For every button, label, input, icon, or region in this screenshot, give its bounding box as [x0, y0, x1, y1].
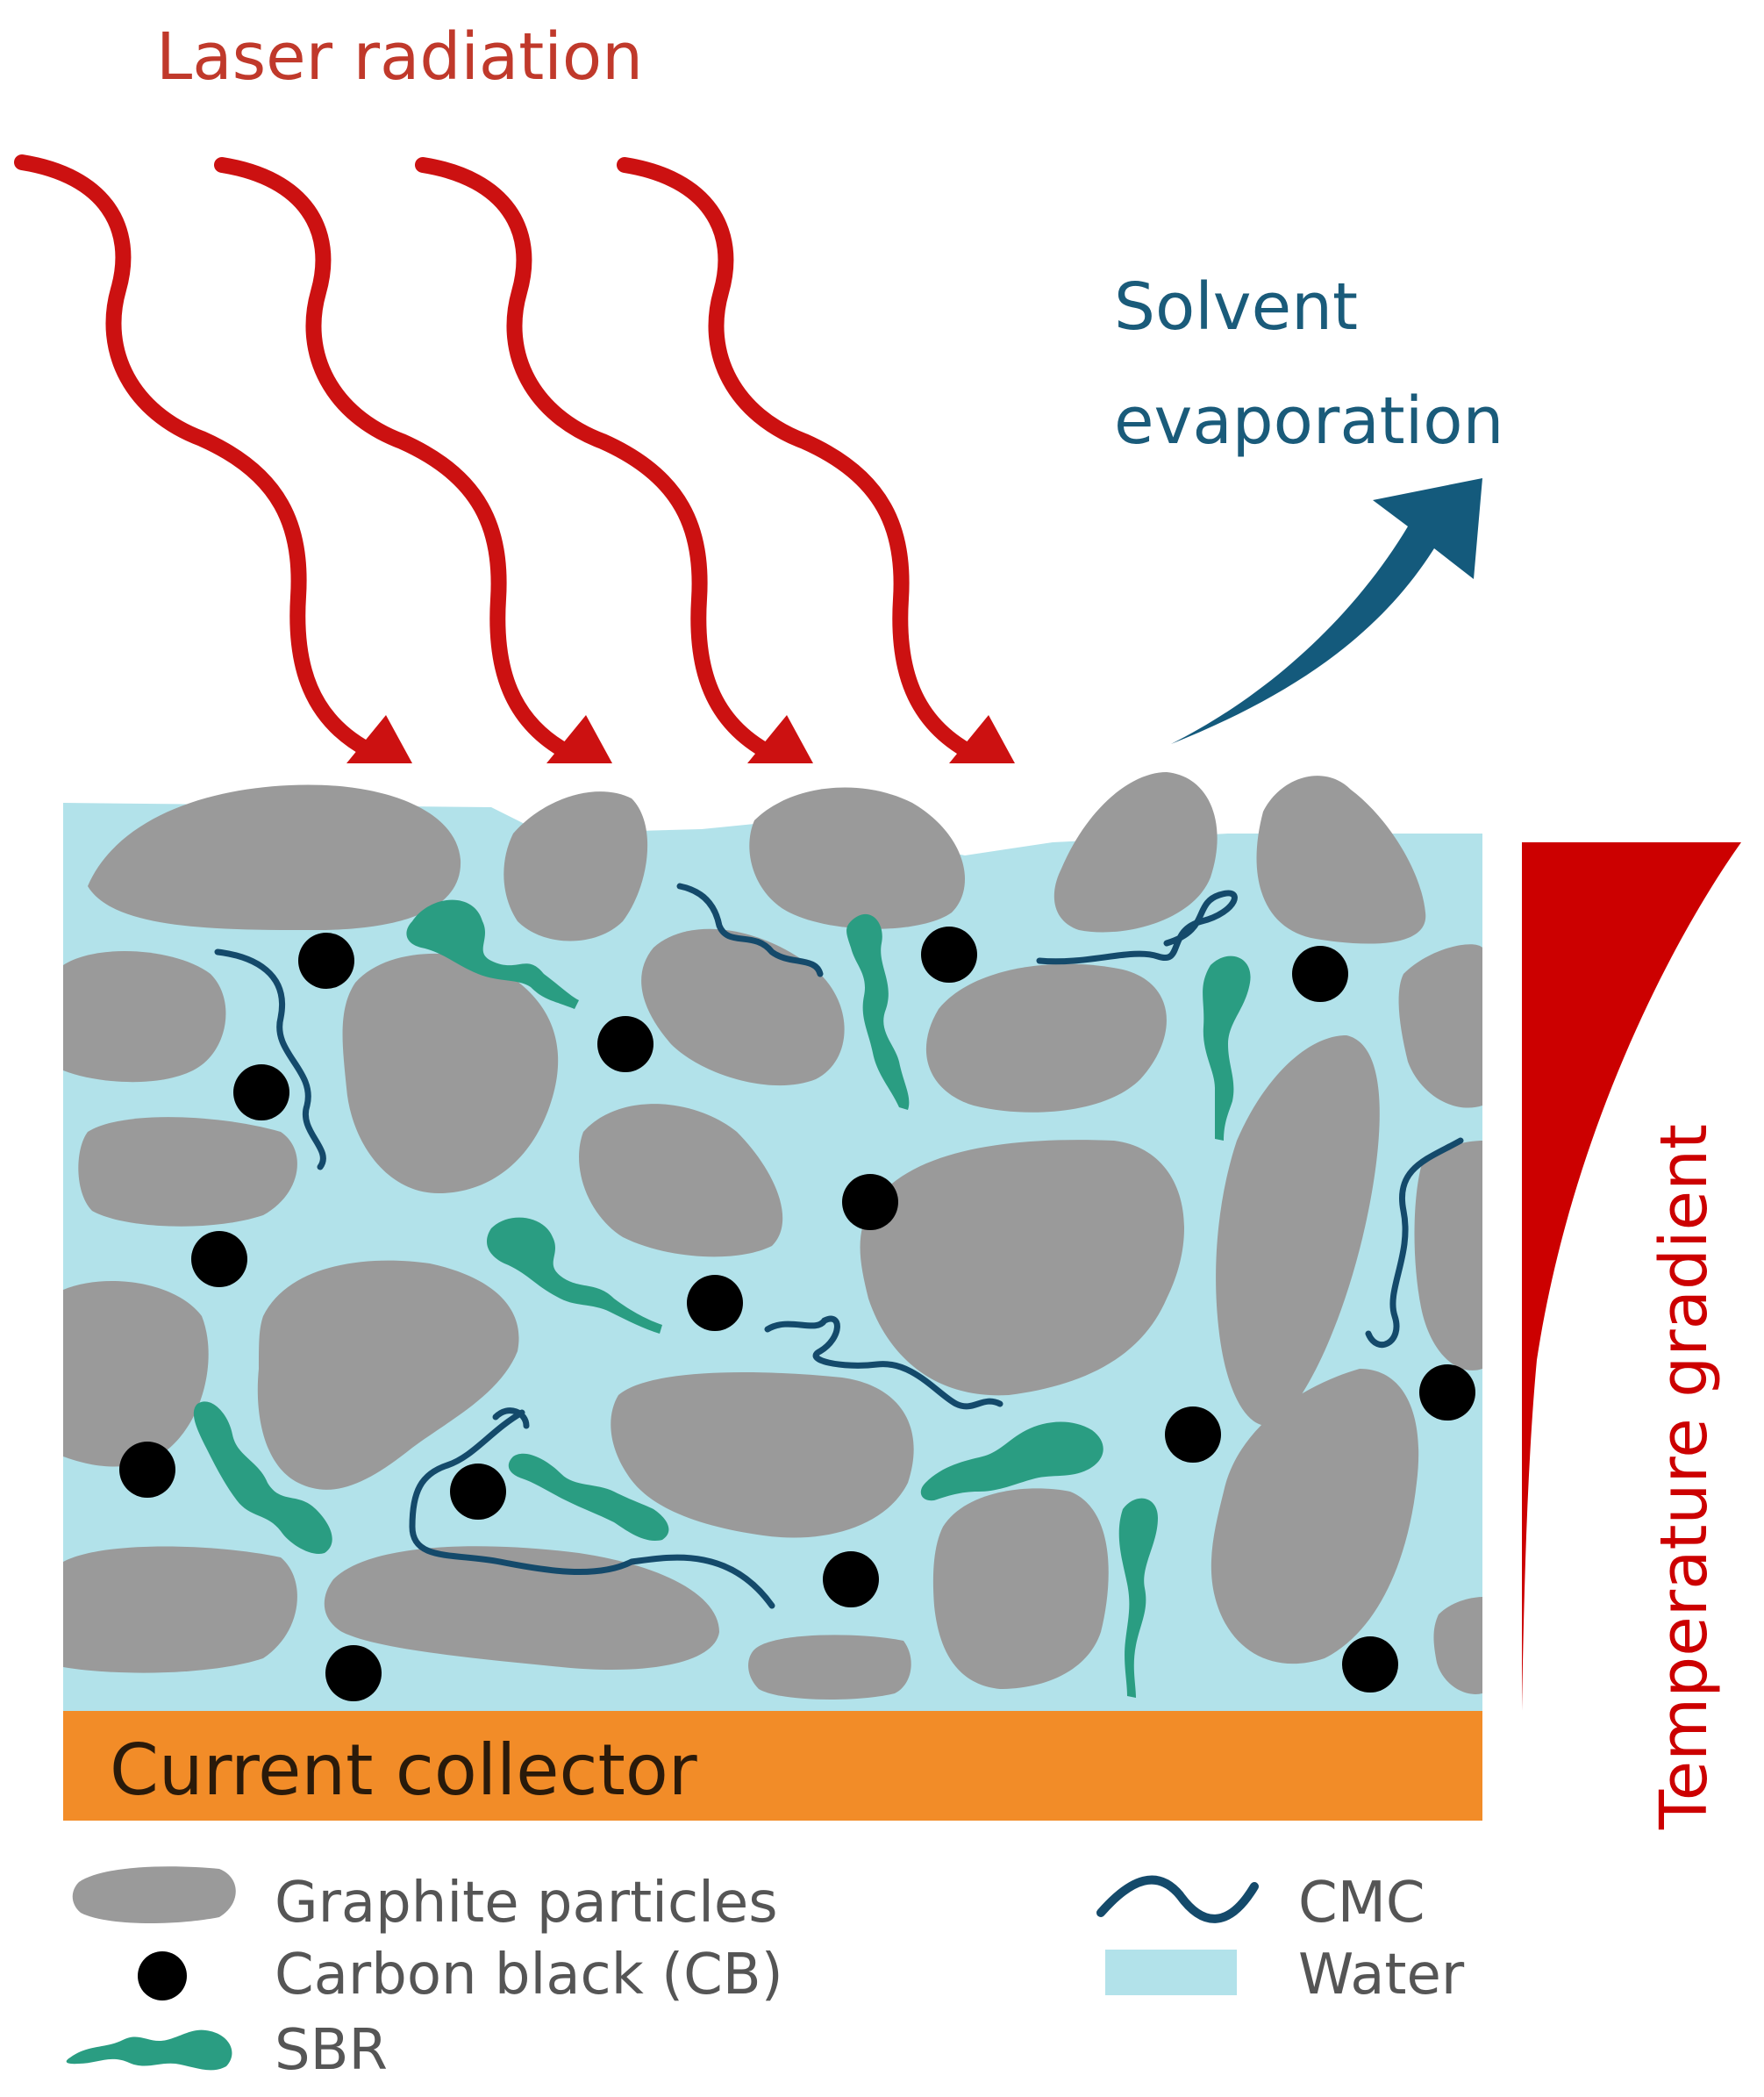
- graphite-particle: [324, 1546, 719, 1671]
- graphite-particles: [63, 772, 1482, 1700]
- sbr-particle: [920, 1421, 1103, 1501]
- carbon-black-dot: [298, 933, 354, 989]
- carbon-black-dot: [823, 1551, 879, 1607]
- sbr-particle: [406, 899, 579, 1009]
- graphite-particle: [1414, 1141, 1482, 1371]
- legend: Graphite particles Carbon black (CB) SBR…: [66, 1866, 1465, 2083]
- cmc-strands: [214, 883, 1464, 1609]
- temperature-gradient-label: Temperature gradient: [1646, 1124, 1722, 1830]
- carbon-black-dot: [1292, 946, 1348, 1002]
- laser-arrowheads: [346, 715, 1015, 763]
- cmc-strand: [492, 1407, 530, 1429]
- legend-cmc-swatch: [1096, 1875, 1259, 1923]
- graphite-particle: [1211, 1369, 1419, 1664]
- cmc-strand: [676, 883, 824, 977]
- graphite-particle: [925, 963, 1167, 1113]
- sbr-particle: [193, 1401, 332, 1554]
- legend-carbon-black-label: Carbon black (CB): [275, 1943, 783, 2008]
- graphite-particle: [860, 1140, 1184, 1396]
- laser-arrow-2: [214, 157, 576, 761]
- graphite-particle: [88, 784, 461, 930]
- legend-water-label: Water: [1298, 1943, 1465, 2008]
- legend-sbr-label: SBR: [275, 2018, 388, 2083]
- solvent-label-line2: evaporation: [1114, 383, 1503, 459]
- graphite-particle: [1053, 772, 1218, 933]
- graphite-particle: [749, 787, 965, 929]
- carbon-black-dot: [1165, 1406, 1221, 1463]
- carbon-black-dot: [1342, 1636, 1398, 1693]
- graphite-particle: [63, 1546, 297, 1673]
- graphite-particle: [63, 1281, 209, 1467]
- graphite-particle: [342, 953, 559, 1193]
- laser-arrowhead-4: [949, 715, 1015, 763]
- cmc-strand: [214, 948, 326, 1170]
- carbon-black-dot: [687, 1275, 743, 1331]
- carbon-black-dot: [233, 1064, 289, 1120]
- sbr-particle: [1118, 1498, 1158, 1698]
- carbon-black-dot: [597, 1016, 653, 1072]
- cmc-strand: [1365, 1137, 1464, 1348]
- laser-arrowhead-2: [546, 715, 612, 763]
- graphite-particle: [503, 791, 648, 941]
- sbr-particle: [1203, 955, 1251, 1141]
- carbon-black-dot: [1419, 1364, 1475, 1421]
- cmc-strand: [409, 1409, 775, 1609]
- graphite-particle: [579, 1104, 783, 1257]
- graphite-particle: [63, 950, 226, 1083]
- graphite-particle: [1433, 1597, 1482, 1694]
- graphite-particle: [257, 1260, 519, 1490]
- carbon-black-dots: [119, 927, 1475, 1701]
- graphite-particle: [1398, 944, 1482, 1108]
- graphite-particle: [748, 1635, 911, 1700]
- laser-arrows: [14, 154, 979, 761]
- laser-arrow-3: [415, 157, 777, 761]
- legend-carbon-black-swatch: [138, 1951, 187, 2000]
- sbr-particle: [846, 913, 910, 1110]
- sbr-particles: [193, 899, 1251, 1698]
- graphite-particle: [641, 928, 845, 1086]
- sbr-particle: [508, 1453, 669, 1541]
- carbon-black-dot: [325, 1645, 382, 1701]
- legend-graphite-label: Graphite particles: [275, 1871, 778, 1936]
- solvent-label-line1: Solvent: [1114, 269, 1358, 345]
- laser-arrowhead-3: [747, 715, 813, 763]
- laser-arrow-1: [14, 154, 376, 758]
- graphite-particle: [1216, 1035, 1380, 1427]
- current-collector-label: Current collector: [110, 1729, 697, 1811]
- graphite-particle: [78, 1117, 297, 1227]
- legend-cmc-label: CMC: [1298, 1871, 1425, 1936]
- carbon-black-dot: [921, 927, 977, 983]
- carbon-black-dot: [842, 1174, 898, 1230]
- carbon-black-dot: [191, 1231, 247, 1287]
- legend-graphite-swatch: [72, 1866, 236, 1923]
- laser-arrow-4: [617, 157, 979, 761]
- graphite-particle: [1256, 776, 1426, 944]
- graphite-particle: [611, 1372, 914, 1538]
- cmc-strand: [1036, 890, 1238, 965]
- solvent-arrow: [1171, 478, 1482, 744]
- sbr-particle: [487, 1217, 662, 1334]
- legend-sbr-swatch: [66, 2029, 232, 2071]
- carbon-black-dot: [450, 1464, 506, 1520]
- laser-arrowhead-1: [346, 715, 412, 763]
- graphite-particle: [932, 1488, 1109, 1689]
- laser-radiation-label: Laser radiation: [156, 19, 643, 95]
- cmc-strand: [764, 1315, 1003, 1410]
- carbon-black-dot: [119, 1442, 175, 1498]
- current-collector: [63, 1711, 1482, 1821]
- temperature-gradient-wedge: [1522, 842, 1741, 1711]
- legend-water-swatch: [1105, 1950, 1237, 1995]
